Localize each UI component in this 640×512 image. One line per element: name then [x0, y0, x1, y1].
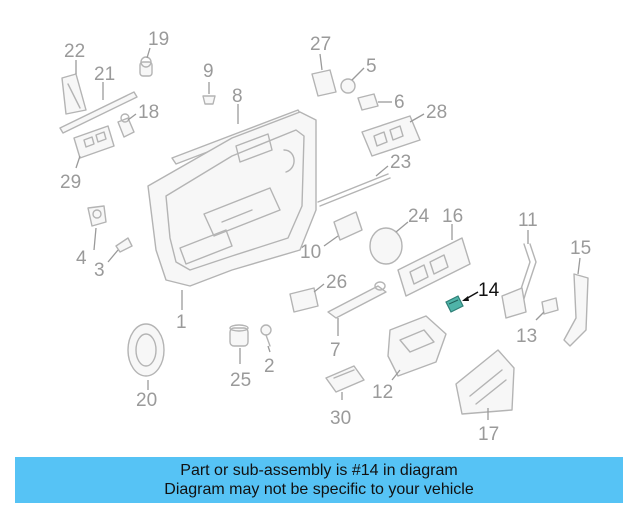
part-5-knob — [340, 78, 356, 94]
leader-5 — [351, 67, 365, 81]
label-24: 24 — [408, 206, 430, 227]
part-6-bracket — [357, 93, 379, 111]
part-13-switch — [541, 297, 559, 315]
part-27-switch — [311, 69, 337, 97]
part-7-pull-handle — [327, 281, 387, 319]
label-18: 18 — [138, 102, 159, 123]
label-15: 15 — [570, 238, 591, 259]
label-2: 2 — [264, 356, 275, 377]
leader-2 — [267, 345, 271, 353]
label-4: 4 — [76, 248, 87, 269]
leader-12 — [391, 369, 401, 381]
label-5: 5 — [366, 56, 377, 77]
label-9: 9 — [203, 61, 214, 82]
leader-29 — [75, 155, 81, 169]
leader-13 — [535, 311, 545, 321]
part-12-armrest-bracket — [387, 315, 447, 377]
label-17: 17 — [478, 424, 499, 445]
label-28: 28 — [426, 102, 447, 123]
part-16-switch-panel — [397, 237, 471, 297]
banner-line-1: Part or sub-assembly is #14 in diagram — [180, 462, 458, 479]
banner-line-2: Diagram may not be specific to your vehi… — [164, 481, 474, 498]
part-15-pillar-trim — [563, 273, 589, 347]
part-17-pocket-panel — [455, 349, 515, 415]
part-switch-plate — [501, 287, 527, 319]
leader-26 — [313, 283, 325, 293]
part-30-handle-bezel — [325, 365, 365, 393]
part-18-fastener — [117, 113, 135, 138]
part-23-rod — [317, 173, 391, 207]
label-12: 12 — [372, 382, 393, 403]
leader-4 — [93, 227, 97, 251]
label-19: 19 — [148, 29, 169, 50]
leader-15 — [577, 257, 581, 275]
label-20: 20 — [136, 390, 157, 411]
part-25-grommet — [229, 324, 249, 347]
label-27: 27 — [310, 34, 331, 55]
label-1: 1 — [176, 312, 187, 333]
label-6: 6 — [394, 92, 405, 113]
part-22-mirror-trim — [61, 73, 87, 115]
label-22: 22 — [64, 41, 85, 62]
part-29-switch-bezel — [73, 125, 115, 159]
label-13: 13 — [516, 326, 537, 347]
part-14-highlighted-switch — [445, 295, 464, 313]
label-23: 23 — [390, 152, 411, 173]
leader-27 — [319, 53, 323, 71]
label-11: 11 — [518, 210, 538, 231]
part-26-switch — [289, 287, 319, 313]
part-1-door-panel — [147, 111, 317, 287]
leader-18 — [127, 113, 137, 121]
leader-24 — [395, 221, 409, 233]
label-26: 26 — [326, 272, 347, 293]
label-7: 7 — [330, 340, 341, 361]
part-24-speaker-grille — [369, 227, 403, 265]
part-9-clip — [202, 95, 216, 105]
leader-23 — [375, 165, 389, 177]
info-banner: Part or sub-assembly is #14 in diagram D… — [15, 457, 623, 503]
part-20-speaker-ring — [127, 323, 165, 377]
label-8: 8 — [232, 86, 243, 107]
part-19-clip — [139, 56, 153, 77]
label-30: 30 — [330, 408, 351, 429]
part-21-belt-molding — [59, 91, 138, 134]
part-28-window-switch — [361, 115, 421, 157]
leader-19 — [146, 47, 151, 59]
label-16: 16 — [442, 206, 463, 227]
exploded-parts-diagram: 22 21 19 18 29 9 8 — [59, 29, 591, 445]
label-21: 21 — [94, 64, 115, 85]
part-4-bracket — [87, 205, 107, 227]
leader-28 — [409, 113, 425, 123]
label-10: 10 — [300, 242, 321, 263]
part-2-screw — [260, 324, 272, 347]
label-3: 3 — [94, 260, 105, 281]
label-25: 25 — [230, 370, 251, 391]
leader-10 — [323, 235, 339, 247]
part-3-push-clip — [115, 237, 133, 253]
leader-3 — [107, 249, 119, 263]
part-10-holder — [333, 211, 363, 241]
label-29: 29 — [60, 172, 81, 193]
label-14: 14 — [478, 280, 500, 301]
leader-14-arrowhead — [462, 296, 469, 301]
